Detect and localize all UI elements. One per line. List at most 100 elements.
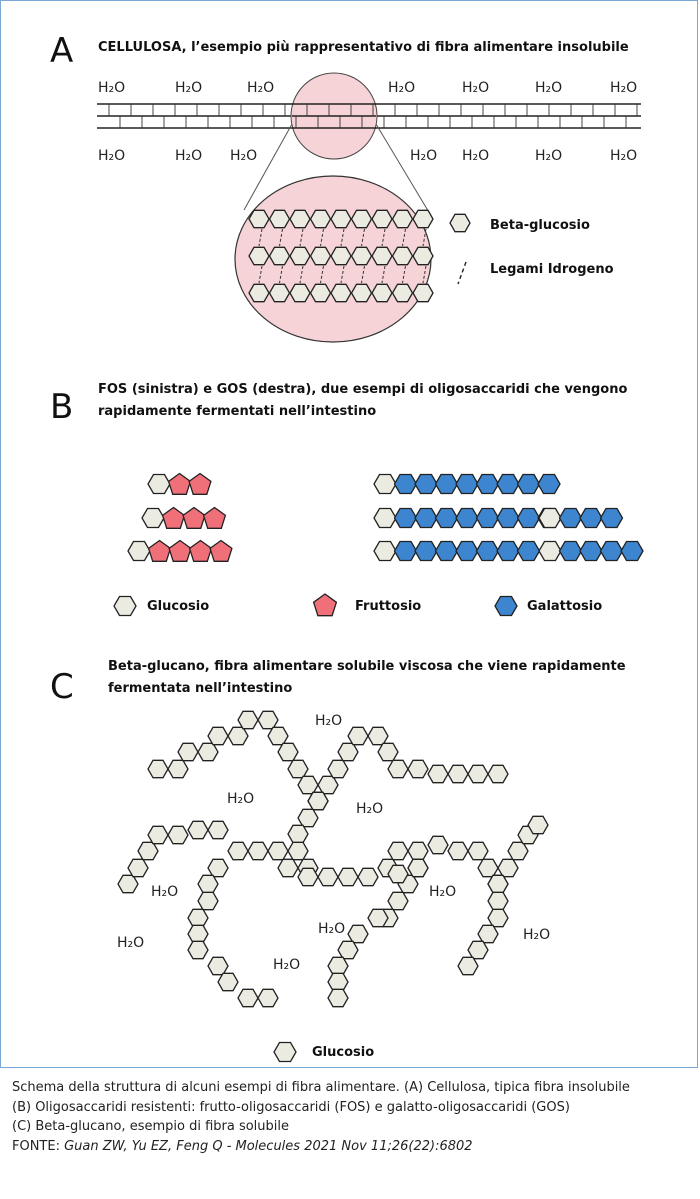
galactose-unit (599, 507, 624, 529)
water-label: H₂O (523, 927, 550, 943)
galactose-unit (393, 507, 418, 529)
glucose-unit (487, 891, 509, 911)
water-label: H₂O (318, 921, 345, 937)
galactose-unit (475, 507, 500, 529)
glucose-unit (207, 820, 229, 840)
galactose-unit (434, 507, 459, 529)
beta-glucose-unit (289, 209, 311, 229)
water-label: H₂O (273, 957, 300, 973)
glucose-unit (267, 841, 289, 861)
beta-glucose-unit (412, 246, 434, 266)
galactose-unit (558, 540, 583, 562)
glucose-unit (257, 988, 279, 1008)
glucose-unit (373, 507, 397, 529)
galactose-unit (475, 540, 500, 562)
water-label: H₂O (151, 884, 178, 900)
glucose-unit (487, 908, 509, 928)
beta-glucose-unit (248, 209, 270, 229)
glucose-unit (407, 759, 429, 779)
panel-c-letter: C (50, 667, 74, 707)
galactose-unit (620, 540, 644, 562)
water-label: H₂O (230, 148, 257, 164)
galactose-unit (414, 473, 438, 495)
beta-glucose-unit (391, 283, 414, 303)
hydrogen-bond (361, 228, 365, 247)
hydrogen-bond (299, 265, 304, 284)
galactose-unit (455, 540, 479, 562)
beta-glucose-unit (268, 209, 291, 229)
hydrogen-bond (340, 228, 345, 247)
glucose-unit (367, 726, 389, 746)
water-label: H₂O (175, 80, 202, 96)
galactose-unit (434, 540, 459, 562)
caption-line-2: (B) Oligosaccaridi resistenti: frutto-ol… (12, 1099, 570, 1115)
fructose-unit (161, 506, 186, 529)
beta-glucose-unit (330, 209, 352, 229)
galactose-legend-icon (494, 595, 518, 617)
glucose-unit (247, 841, 269, 861)
glucose-unit (147, 759, 169, 779)
glucose-unit (207, 858, 229, 878)
fructose-unit (167, 472, 192, 495)
galactose-unit (496, 473, 520, 495)
fos-chains (127, 472, 233, 562)
glucose-unit (447, 841, 469, 861)
glucose-unit (297, 775, 319, 795)
panel-b-title-line2: rapidamente fermentati nell’intestino (98, 404, 376, 419)
beta-glucose-chains (248, 209, 434, 303)
glucose-unit (127, 540, 151, 562)
beta-glucose-unit (350, 283, 373, 303)
panel-b-legend-icons (113, 593, 518, 617)
galactose-unit (414, 540, 438, 562)
glucose-unit (327, 956, 349, 976)
caption-source-prefix: FONTE: (12, 1138, 65, 1154)
legend-glucose-c: Glucosio (312, 1045, 374, 1060)
glucose-unit (287, 824, 309, 844)
zoom-line-left (243, 123, 293, 211)
glucose-unit (137, 841, 159, 861)
beta-glucose-unit (412, 283, 434, 303)
hydrogen-bond (381, 228, 386, 247)
glucose-unit (387, 841, 409, 861)
fructose-unit (209, 539, 233, 562)
glucose-unit (227, 841, 249, 861)
galactose-unit (537, 473, 561, 495)
glucose-legend-icon-c (273, 1041, 297, 1063)
panel-a: A CELLULOSA, l’esempio più rappresentati… (50, 31, 641, 343)
galactose-unit (599, 540, 624, 562)
panel-a-letter: A (50, 31, 73, 71)
glucose-legend-hex-c (273, 1041, 297, 1063)
glucose-unit (467, 940, 489, 960)
glucose-unit (337, 940, 359, 960)
water-label: H₂O (610, 148, 637, 164)
glucose-unit (538, 540, 562, 562)
panel-b: B FOS (sinistra) e GOS (destra), due ese… (50, 382, 644, 617)
glucose-unit (357, 867, 379, 887)
beta-glucose-unit (350, 209, 373, 229)
galactose-unit (516, 473, 541, 495)
beta-glucose-unit (309, 209, 332, 229)
galactose-unit (414, 507, 438, 529)
water-label: H₂O (98, 148, 125, 164)
glucose-unit (297, 867, 319, 887)
water-label: H₂O (117, 935, 144, 951)
glucose-unit (327, 972, 349, 992)
beta-glucose-unit (371, 283, 393, 303)
glucose-unit (167, 759, 189, 779)
glucose-unit (147, 473, 171, 495)
glucose-unit (497, 858, 519, 878)
galactose-unit (393, 473, 418, 495)
beta-glucose-unit (391, 246, 414, 266)
beta-glucose-unit (268, 283, 291, 303)
panel-c-title-line2: fermentata nell’intestino (108, 681, 292, 696)
hydrogen-bond (422, 265, 427, 284)
caption-source: FONTE: Guan ZW, Yu EZ, Feng Q - Molecule… (12, 1137, 692, 1157)
hydrogen-bond (279, 228, 283, 247)
water-label: H₂O (175, 148, 202, 164)
panel-b-letter: B (50, 387, 73, 427)
gos-chains (373, 473, 644, 562)
glucose-unit (337, 742, 359, 762)
glucose-unit (287, 759, 309, 779)
glucose-unit (187, 924, 209, 944)
